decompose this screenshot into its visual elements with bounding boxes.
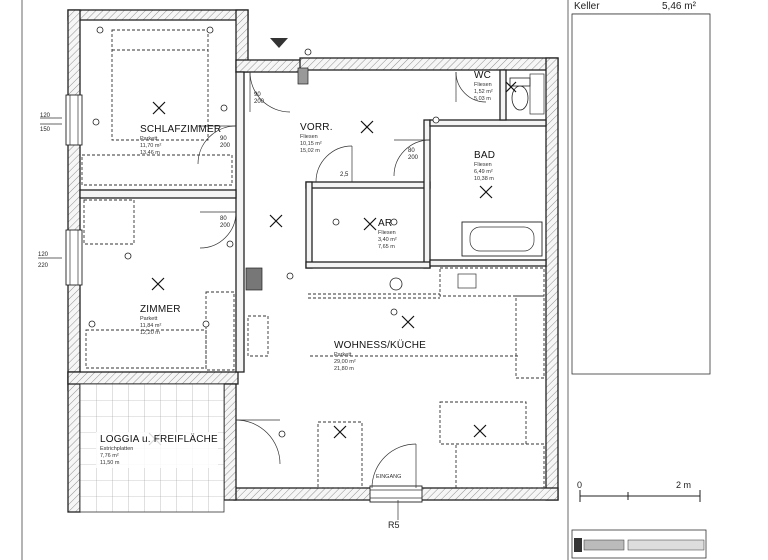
dim-window-left-top: 120 150 xyxy=(40,113,62,133)
dim-label: 120 xyxy=(38,252,49,258)
dim-label: 200 xyxy=(220,143,231,149)
room-perimeter: 7,65 m xyxy=(378,244,395,250)
section-mark: R5 xyxy=(388,500,400,530)
dim-label: 120 xyxy=(40,113,51,119)
room-ar: AR Fliesen 3,40 m² 7,65 m xyxy=(378,218,397,250)
room-floor: Parkett xyxy=(140,136,158,142)
room-loggia: LOGGIA u. FREIFLÄCHE Estrichplatten 7,76… xyxy=(96,432,218,468)
keller-area: 5,46 m² xyxy=(662,1,697,12)
room-area: 1,52 m² xyxy=(474,89,493,95)
wc-toilet xyxy=(509,77,531,111)
room-perimeter: 12,20 m xyxy=(140,330,160,336)
room-wohnen: WOHNESS/KÜCHE Parkett 29,00 m² 21,80 m xyxy=(334,339,426,372)
dim-label: 150 xyxy=(40,127,51,133)
bedroom-bed xyxy=(111,29,209,141)
room-name: SCHLAFZIMMER xyxy=(140,124,221,135)
keller-panel: Keller 5,46 m² xyxy=(571,1,711,375)
dim-label: 90 xyxy=(220,136,227,142)
room-name: AR xyxy=(378,218,392,229)
room-area: 6,49 m² xyxy=(474,169,493,175)
kitchen-counter xyxy=(308,267,545,379)
window-bottom xyxy=(369,485,423,503)
dim-label: 220 xyxy=(38,263,49,269)
room-floor: Fliesen xyxy=(474,162,492,168)
room-floor: Fliesen xyxy=(378,230,396,236)
room-perimeter: 10,38 m xyxy=(474,176,494,182)
room-name: WC xyxy=(474,70,491,81)
room-area: 3,40 m² xyxy=(378,237,397,243)
living-furniture xyxy=(247,315,545,489)
room-area: 7,76 m² xyxy=(100,453,119,459)
room-floor: Fliesen xyxy=(474,82,492,88)
dim-label: 90 xyxy=(254,92,261,98)
electrical-symbols xyxy=(88,26,545,438)
room-wc: WC Fliesen 1,52 m² 5,03 m xyxy=(474,70,493,102)
entrance-label: EINGANG xyxy=(376,474,401,480)
room-perimeter: 13,46 m xyxy=(140,150,160,156)
scale-start: 0 xyxy=(577,480,582,490)
scale-end: 2 m xyxy=(676,480,691,490)
scale-bar: 0 2 m xyxy=(577,480,701,502)
dim-label: 80 xyxy=(408,148,415,154)
dim-door-vorr: 90 200 xyxy=(254,92,265,105)
section-mark-label: R5 xyxy=(388,520,400,530)
room-area: 10,15 m² xyxy=(300,141,322,147)
room-name: ZIMMER xyxy=(140,304,181,315)
dim-label: 200 xyxy=(220,223,231,229)
inner-walls xyxy=(79,69,547,373)
dim-door-ar: 2,5 xyxy=(340,172,349,178)
room-name: LOGGIA u. FREIFLÄCHE xyxy=(100,433,218,445)
room-perimeter: 15,02 m xyxy=(300,148,320,154)
room-perimeter: 5,03 m xyxy=(474,96,491,102)
dim-label: 200 xyxy=(254,99,265,105)
room-floor: Parkett xyxy=(140,316,158,322)
dim-window-left-mid: 120 220 xyxy=(38,252,62,269)
dim-door-bad: 80 200 xyxy=(408,148,419,161)
dim-label: 80 xyxy=(220,216,227,222)
doors xyxy=(197,71,487,489)
room-perimeter: 11,50 m xyxy=(100,460,120,466)
room-area: 11,84 m² xyxy=(140,323,161,329)
room-zimmer: ZIMMER Parkett 11,84 m² 12,20 m xyxy=(140,304,181,336)
zimmer-furniture xyxy=(83,199,235,371)
room-floor: Fliesen xyxy=(300,134,318,140)
window-left-mid xyxy=(65,229,83,286)
window-left-top xyxy=(65,94,83,146)
room-area: 29,00 m² xyxy=(334,359,356,365)
dim-label: 200 xyxy=(408,155,419,161)
dim-door-zimmer: 80 200 xyxy=(220,216,231,229)
room-bad: BAD Fliesen 6,49 m² 10,38 m xyxy=(474,150,495,182)
room-floor: Estrichplatten xyxy=(100,446,133,452)
room-name: VORR. xyxy=(300,122,333,133)
room-perimeter: 21,80 m xyxy=(334,366,354,372)
room-name: WOHNESS/KÜCHE xyxy=(334,339,426,351)
room-area: 11,70 m² xyxy=(140,143,161,149)
room-name: BAD xyxy=(474,150,495,161)
dim-door-schlaf: 90 200 xyxy=(220,136,231,149)
room-schlafzimmer: SCHLAFZIMMER Parkett 11,70 m² 13,46 m xyxy=(140,124,221,156)
keller-label: Keller xyxy=(574,1,600,12)
room-floor: Parkett xyxy=(334,352,352,358)
room-vorr: VORR. Fliesen 10,15 m² 15,02 m xyxy=(300,122,333,154)
bedroom-wardrobe xyxy=(81,154,233,186)
key-plan-thumbnail xyxy=(571,529,707,559)
bathtub xyxy=(461,221,543,257)
